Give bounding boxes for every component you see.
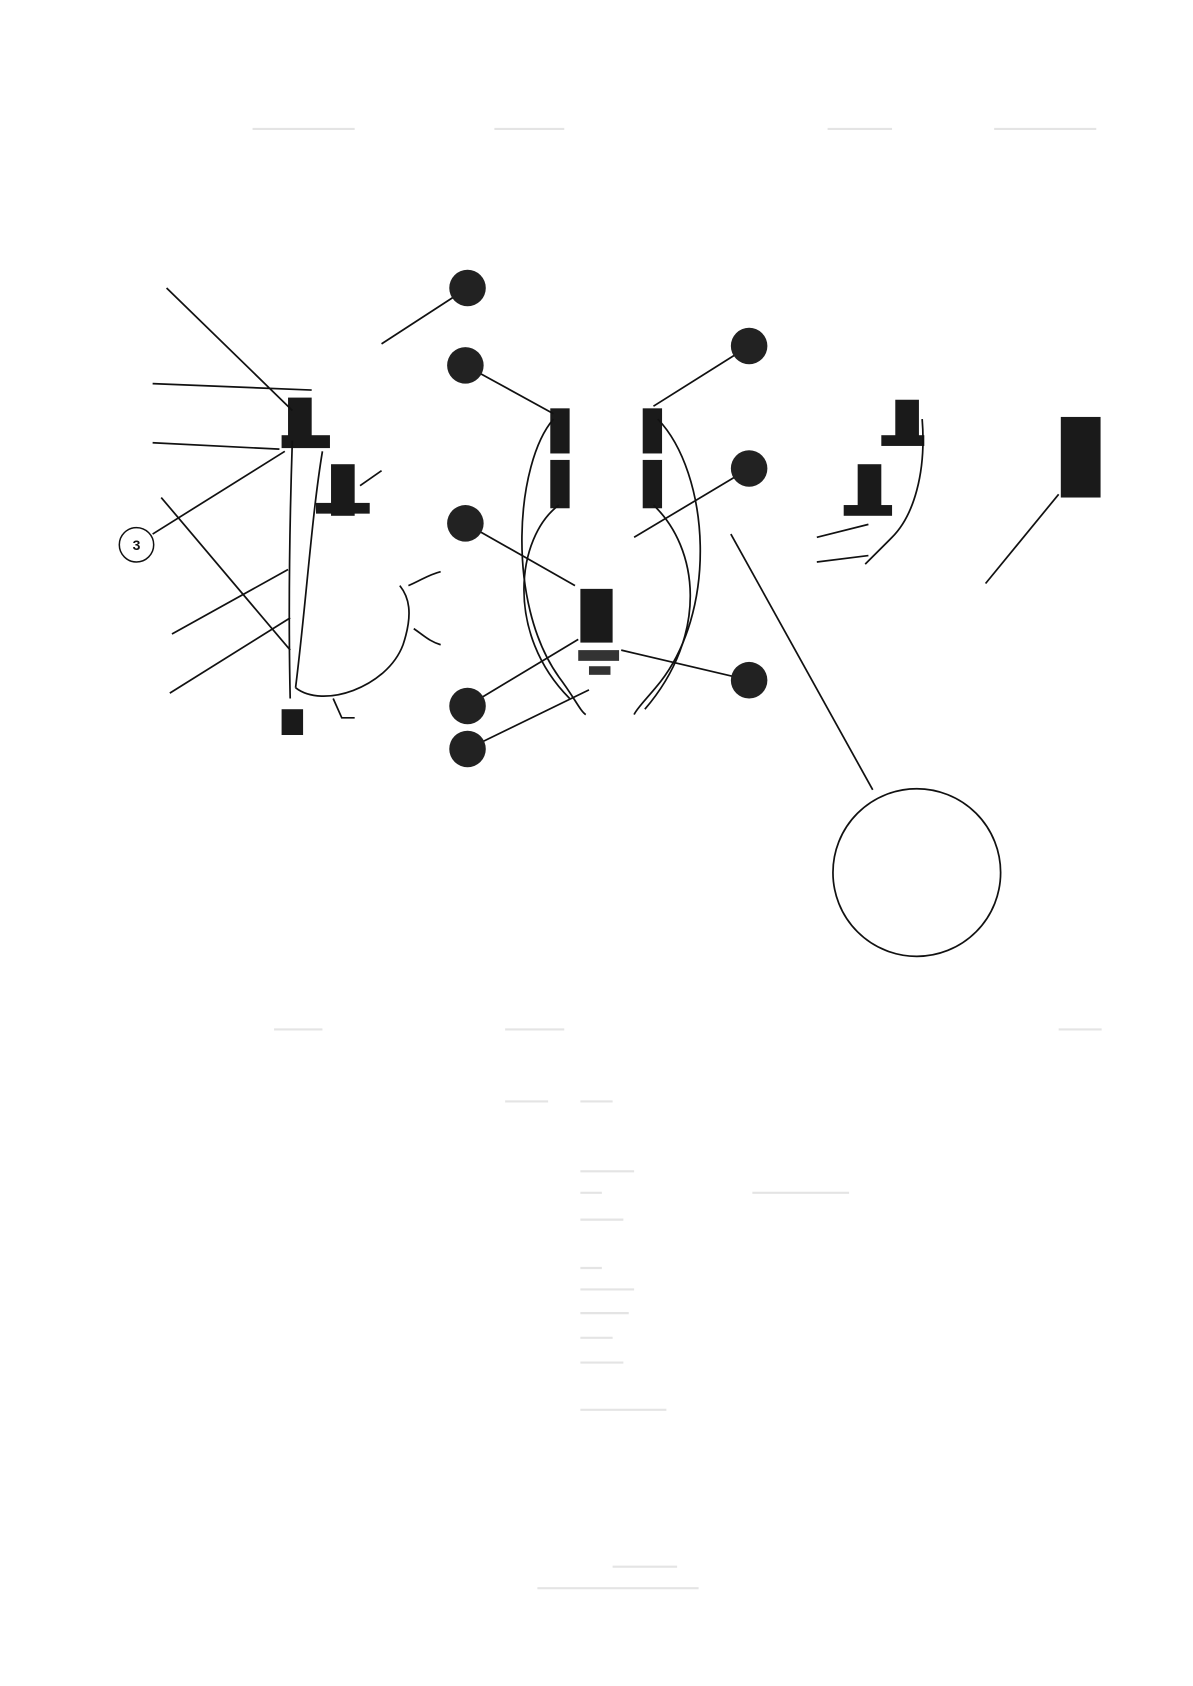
- faded-parts-list: [505, 1100, 850, 1590]
- left-assembly: [152, 287, 441, 736]
- faded-header: [252, 127, 1102, 1031]
- reference-balloons: [447, 269, 768, 768]
- right-assembly: [816, 399, 1101, 585]
- center-assembly: [381, 287, 750, 750]
- callout-3: 3: [118, 526, 155, 563]
- callout-3-label: 3: [133, 537, 141, 553]
- detail-view-circle: [730, 533, 1002, 958]
